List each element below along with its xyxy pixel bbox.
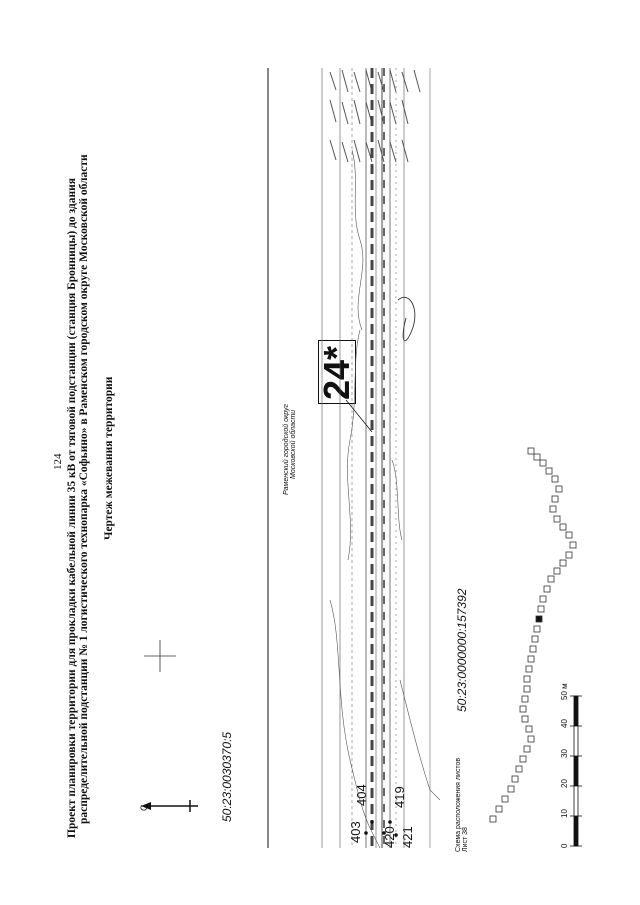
map-drawing bbox=[321, 68, 441, 849]
zone-callout-box bbox=[318, 340, 356, 404]
north-arrow-icon bbox=[141, 800, 198, 812]
boundary-points bbox=[364, 820, 398, 837]
grid-cross-icon bbox=[144, 640, 176, 672]
scale-bar bbox=[570, 695, 582, 847]
layout-scheme bbox=[489, 447, 577, 823]
